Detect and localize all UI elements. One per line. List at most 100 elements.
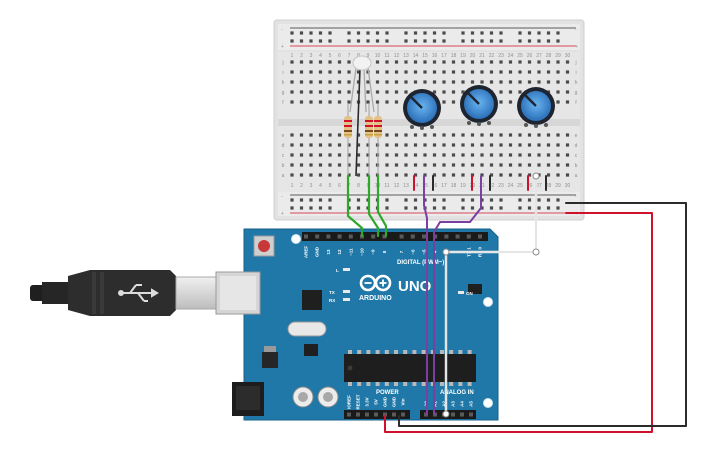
header-pin[interactable] bbox=[469, 412, 473, 417]
breadboard-hole bbox=[499, 163, 503, 167]
digital-pin-label: ~10 bbox=[360, 248, 365, 256]
breadboard-hole bbox=[499, 80, 503, 84]
breadboard-hole bbox=[451, 90, 456, 94]
header-pin[interactable] bbox=[455, 234, 460, 239]
column-label: 15 bbox=[422, 183, 428, 189]
breadboard-hole bbox=[546, 60, 551, 64]
rail-hole bbox=[518, 198, 522, 202]
header-pin[interactable] bbox=[422, 234, 426, 239]
breadboard-hole bbox=[318, 90, 323, 94]
header-pin[interactable] bbox=[371, 234, 376, 239]
breadboard-hole bbox=[290, 163, 294, 167]
header-pin[interactable] bbox=[356, 412, 360, 417]
breadboard-hole bbox=[337, 143, 342, 147]
header-pin[interactable] bbox=[326, 234, 331, 239]
header-pin[interactable] bbox=[347, 412, 351, 417]
rail-hole bbox=[328, 31, 332, 35]
header-pin[interactable] bbox=[433, 234, 438, 239]
analog-in-label: ANALOG IN bbox=[440, 390, 474, 396]
breadboard-hole bbox=[328, 70, 332, 74]
header-pin[interactable] bbox=[399, 234, 404, 239]
breadboard-hole bbox=[328, 60, 332, 64]
potentiometer-1[interactable] bbox=[403, 89, 441, 130]
header-pin[interactable] bbox=[433, 412, 437, 417]
breadboard-hole bbox=[290, 173, 294, 177]
breadboard-hole bbox=[470, 60, 475, 64]
breadboard-hole bbox=[451, 163, 456, 167]
header-pin[interactable] bbox=[444, 234, 449, 239]
breadboard-hole bbox=[442, 153, 446, 157]
header-pin[interactable] bbox=[451, 412, 455, 417]
header-pin[interactable] bbox=[382, 234, 387, 239]
breadboard-hole bbox=[508, 100, 513, 104]
breadboard-hole bbox=[356, 173, 361, 177]
breadboard-hole bbox=[290, 133, 294, 137]
header-pin[interactable] bbox=[383, 412, 387, 417]
breadboard-hole bbox=[290, 143, 294, 147]
header-pin[interactable] bbox=[374, 412, 378, 417]
breadboard-hole bbox=[413, 60, 418, 64]
breadboard-hole bbox=[413, 80, 418, 84]
column-label: 27 bbox=[536, 183, 542, 189]
potentiometer-2[interactable] bbox=[460, 85, 498, 126]
breadboard-hole bbox=[328, 143, 332, 147]
resistor-1[interactable] bbox=[344, 104, 352, 176]
header-pin[interactable] bbox=[304, 234, 308, 239]
rail-hole bbox=[432, 39, 437, 43]
mounting-hole bbox=[291, 234, 301, 244]
rail-hole bbox=[356, 206, 361, 210]
breadboard-hole bbox=[508, 90, 513, 94]
breadboard-hole bbox=[537, 153, 541, 157]
reset-button[interactable] bbox=[258, 240, 270, 252]
breadboard-hole bbox=[366, 143, 370, 147]
header-pin[interactable] bbox=[460, 412, 464, 417]
rail-hole bbox=[461, 198, 465, 202]
usb-cable[interactable] bbox=[30, 270, 217, 316]
potentiometer-3[interactable] bbox=[517, 87, 555, 128]
rgb-led[interactable] bbox=[349, 55, 375, 177]
wire-black-gnd[interactable] bbox=[398, 202, 687, 427]
header-pin[interactable] bbox=[478, 234, 482, 239]
wire-green-pin10[interactable] bbox=[367, 174, 380, 238]
header-pin[interactable] bbox=[337, 234, 342, 239]
resistor-3[interactable] bbox=[374, 104, 382, 176]
rail-hole bbox=[537, 198, 541, 202]
digital-header[interactable] bbox=[302, 232, 488, 241]
breadboard-hole bbox=[413, 163, 418, 167]
mounting-hole bbox=[483, 297, 493, 307]
breadboard-hole bbox=[470, 80, 475, 84]
header-pin[interactable] bbox=[410, 234, 415, 239]
header-pin[interactable] bbox=[466, 234, 471, 239]
breadboard-hole bbox=[385, 80, 389, 84]
header-pin[interactable] bbox=[348, 234, 353, 239]
breadboard-hole bbox=[309, 133, 313, 137]
rail-hole bbox=[442, 206, 446, 210]
column-label: 13 bbox=[403, 183, 409, 189]
rail-hole bbox=[318, 206, 323, 210]
header-pin[interactable] bbox=[392, 412, 396, 417]
column-label: 26 bbox=[527, 183, 533, 189]
column-label: 18 bbox=[451, 53, 457, 59]
wire-purple-a1[interactable] bbox=[433, 175, 482, 415]
header-pin[interactable] bbox=[365, 412, 369, 417]
wire-green-pin9[interactable] bbox=[376, 174, 388, 238]
breadboard-hole bbox=[413, 143, 418, 147]
breadboard-hole bbox=[461, 163, 465, 167]
header-pin[interactable] bbox=[424, 412, 428, 417]
header-pin[interactable] bbox=[315, 234, 320, 239]
column-label: 25 bbox=[517, 53, 523, 59]
header-pin[interactable] bbox=[401, 412, 405, 417]
breadboard-hole bbox=[394, 90, 399, 94]
resistor-2[interactable] bbox=[365, 104, 373, 176]
column-label: 7 bbox=[348, 183, 351, 189]
breadboard-hole bbox=[442, 70, 446, 74]
chip-pin bbox=[394, 382, 398, 386]
wire-purple-a0[interactable] bbox=[423, 175, 428, 415]
breadboard-hole bbox=[290, 80, 294, 84]
breadboard-hole bbox=[432, 153, 437, 157]
wire-green-pin11[interactable] bbox=[346, 174, 364, 238]
led-leg bbox=[367, 67, 375, 113]
wire-red-5v[interactable] bbox=[384, 212, 653, 433]
